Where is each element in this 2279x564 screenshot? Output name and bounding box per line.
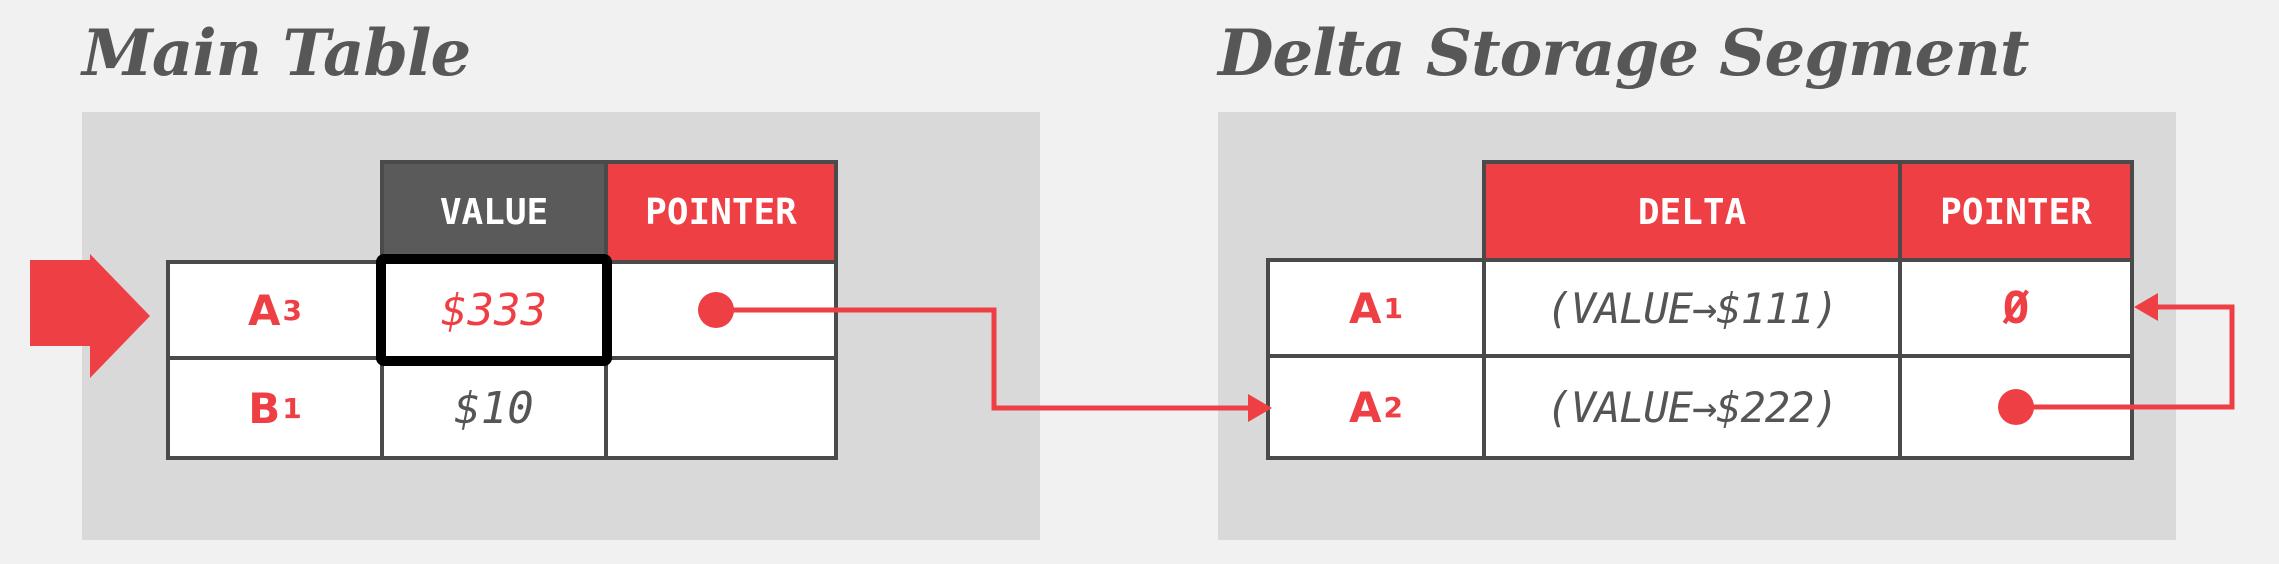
pointer-dot-icon: [1998, 389, 2034, 425]
pointer-dot-icon: [698, 292, 734, 328]
main-row-2-value: $10: [380, 356, 608, 460]
main-table-title: Main Table: [82, 16, 471, 91]
delta-row-2-pointer: [1898, 354, 2134, 460]
delta-pointer-header: POINTER: [1898, 160, 2134, 264]
delta-row-2-delta: (VALUE→$222): [1482, 354, 1902, 460]
current-value-highlight: [376, 254, 612, 366]
delta-storage-title: Delta Storage Segment: [1218, 16, 2029, 91]
delta-header: DELTA: [1482, 160, 1902, 264]
main-row-2-pointer: [604, 356, 838, 460]
main-row-1-pointer: [604, 260, 838, 360]
main-value-header: VALUE: [380, 160, 608, 264]
delta-row-1-delta: (VALUE→$111): [1482, 258, 1902, 358]
main-pointer-header: POINTER: [604, 160, 838, 264]
delta-row-1-pointer: Ø: [1898, 258, 2134, 358]
